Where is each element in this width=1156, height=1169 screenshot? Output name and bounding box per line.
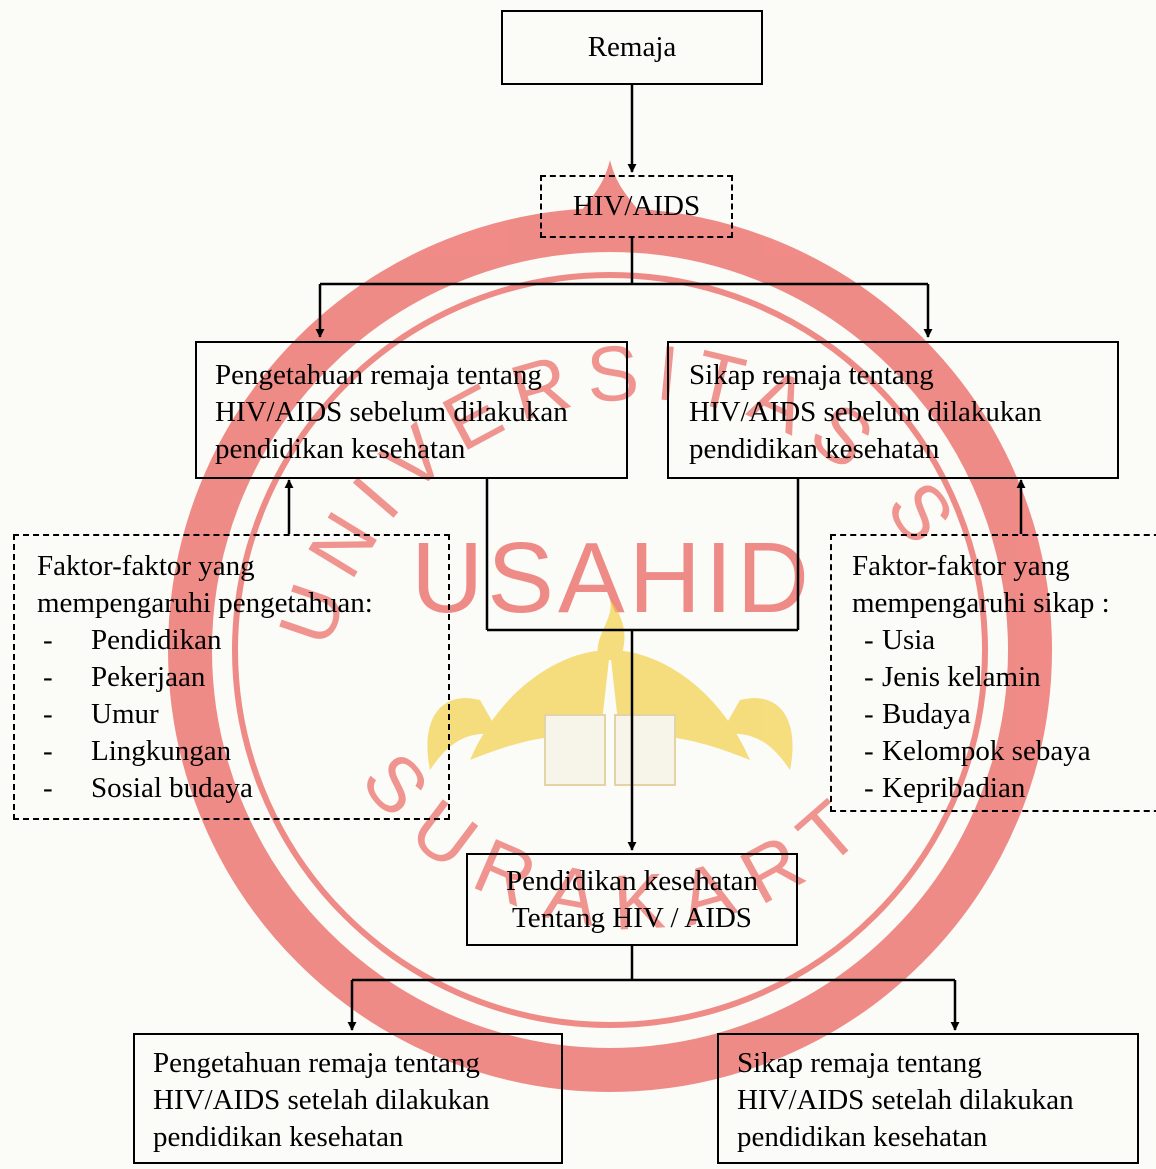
knowledge-after-line: Pengetahuan remaja tentang <box>153 1047 480 1079</box>
attitude-after-line: Sikap remaja tentang <box>737 1047 982 1079</box>
node-remaja-label: Remaja <box>587 31 677 63</box>
knowledge-factor-item: - Sosial budaya <box>15 770 448 807</box>
attitude-factor-item: -Budaya <box>842 696 1156 733</box>
knowledge-before-line: pendidikan kesehatan <box>215 433 466 465</box>
bullet-dash: - <box>864 772 874 804</box>
knowledge-factor-label: Sosial budaya <box>91 772 253 804</box>
attitude-factor-label: Budaya <box>882 698 971 730</box>
attitude-factor-label: Usia <box>882 624 936 656</box>
knowledge-factors-title: Faktor-faktor yang <box>37 550 255 582</box>
knowledge-after-line: pendidikan kesehatan <box>153 1121 404 1153</box>
node-knowledge-after: Pengetahuan remaja tentang HIV/AIDS sete… <box>133 1033 563 1164</box>
attitude-factor-item: -Kepribadian <box>842 770 1156 807</box>
watermark-inner-ring <box>232 272 988 1028</box>
bullet-dash: - <box>864 735 874 767</box>
node-health-education: Pendidikan kesehatan Tentang HIV / AIDS <box>466 853 798 946</box>
knowledge-factor-label: Lingkungan <box>91 735 232 767</box>
knowledge-after-line: HIV/AIDS setelah dilakukan <box>153 1084 490 1116</box>
attitude-factor-item: -Usia <box>842 622 1156 659</box>
node-attitude-factors: Faktor-faktor yang mempengaruhi sikap : … <box>830 534 1156 812</box>
bullet-dash: - <box>43 772 53 804</box>
knowledge-factor-label: Pendidikan <box>91 624 222 656</box>
attitude-factor-label: Kelompok sebaya <box>882 735 1091 767</box>
attitude-after-line: HIV/AIDS setelah dilakukan <box>737 1084 1074 1116</box>
attitude-factor-label: Jenis kelamin <box>882 661 1041 693</box>
knowledge-factor-item: - Pekerjaan <box>15 659 448 696</box>
attitude-factor-item: -Kelompok sebaya <box>842 733 1156 770</box>
node-knowledge-factors: Faktor-faktor yang mempengaruhi pengetah… <box>13 534 450 820</box>
node-hiv-aids: HIV/AIDS <box>540 175 733 238</box>
watermark-logo <box>427 600 793 786</box>
bullet-dash: - <box>43 735 53 767</box>
attitude-factors-title: Faktor-faktor yang <box>852 550 1070 582</box>
node-attitude-before: Sikap remaja tentang HIV/AIDS sebelum di… <box>667 341 1119 479</box>
watermark-flame <box>560 160 660 250</box>
health-education-line: Tentang HIV / AIDS <box>512 901 752 934</box>
attitude-factors-list: -Usia -Jenis kelamin -Budaya -Kelompok s… <box>842 622 1156 807</box>
attitude-factor-item: -Jenis kelamin <box>842 659 1156 696</box>
attitude-before-line: HIV/AIDS sebelum dilakukan <box>689 396 1042 428</box>
knowledge-before-line: Pengetahuan remaja tentang <box>215 359 542 391</box>
knowledge-factors-list: - Pendidikan - Pekerjaan - Umur - Lingkungan… <box>15 622 448 807</box>
attitude-before-line: Sikap remaja tentang <box>689 359 934 391</box>
attitude-factor-label: Kepribadian <box>882 772 1026 804</box>
knowledge-factor-item: - Umur <box>15 696 448 733</box>
node-remaja: Remaja <box>501 10 763 85</box>
bullet-dash: - <box>864 624 874 656</box>
bullet-dash: - <box>43 698 53 730</box>
bullet-dash: - <box>43 624 53 656</box>
bullet-dash: - <box>864 698 874 730</box>
attitude-after-line: pendidikan kesehatan <box>737 1121 988 1153</box>
health-education-line: Pendidikan kesehatan <box>505 864 759 897</box>
node-knowledge-before: Pengetahuan remaja tentang HIV/AIDS sebe… <box>195 341 628 479</box>
knowledge-factor-item: - Lingkungan <box>15 733 448 770</box>
node-attitude-after: Sikap remaja tentang HIV/AIDS setelah di… <box>717 1033 1139 1164</box>
bullet-dash: - <box>864 661 874 693</box>
knowledge-factor-label: Umur <box>91 698 159 730</box>
node-hiv-aids-label: HIV/AIDS <box>572 190 701 222</box>
knowledge-factor-label: Pekerjaan <box>91 661 206 693</box>
knowledge-before-line: HIV/AIDS sebelum dilakukan <box>215 396 568 428</box>
attitude-before-line: pendidikan kesehatan <box>689 433 940 465</box>
attitude-factors-title: mempengaruhi sikap : <box>852 587 1110 619</box>
knowledge-factors-title: mempengaruhi pengetahuan: <box>37 587 373 619</box>
bullet-dash: - <box>43 661 53 693</box>
knowledge-factor-item: - Pendidikan <box>15 622 448 659</box>
